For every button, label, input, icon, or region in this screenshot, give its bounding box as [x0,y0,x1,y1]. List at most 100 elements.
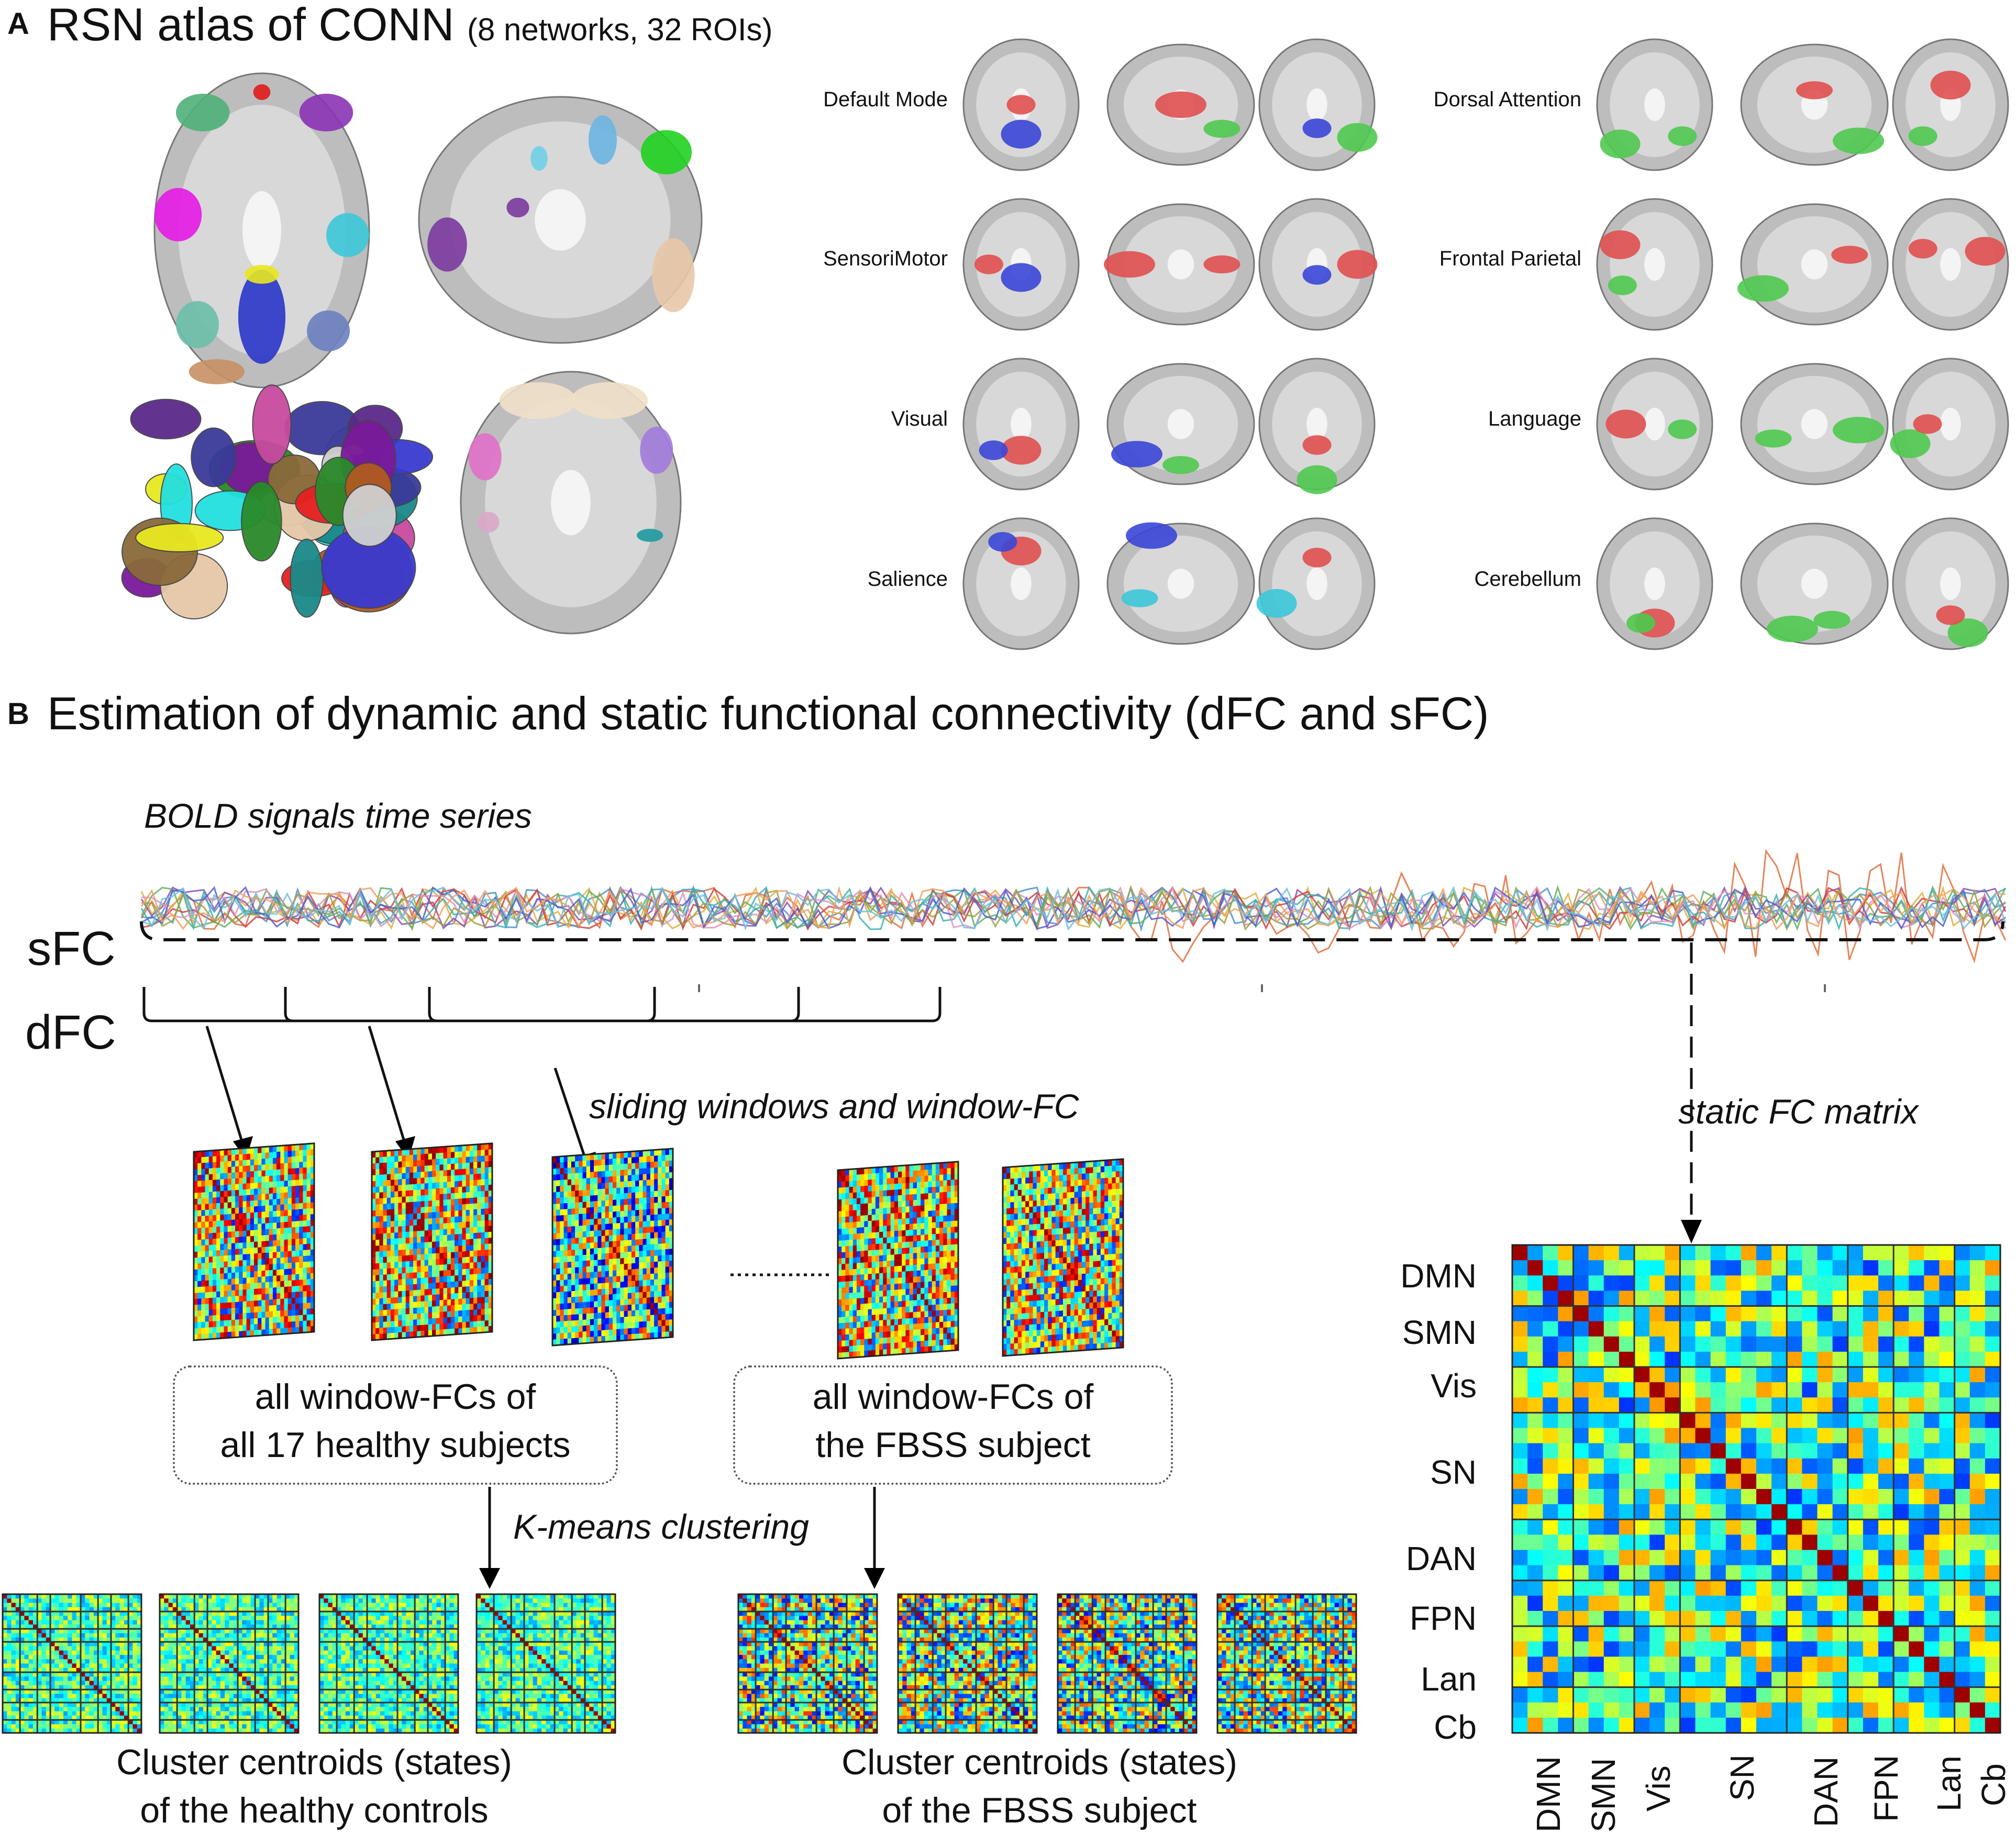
matrix-cell [928,1258,933,1264]
matrix-cell [650,1215,655,1221]
matrix-cell [646,1232,651,1239]
matrix-cell [224,1314,228,1321]
brain-ventricle [1801,569,1828,599]
matrix-cell [242,1236,247,1243]
matrix-cell [402,1326,406,1333]
matrix-cell [1048,1205,1053,1212]
matrix-cell [246,1265,251,1272]
matrix-cell [420,1154,425,1161]
matrix-cell [303,1173,307,1180]
matrix-cell [477,1215,482,1221]
matrix-cell [194,1216,198,1223]
matrix-cell [1081,1185,1086,1192]
matrix-cell [643,1197,647,1204]
matrix-cell [462,1316,467,1323]
roi-blob [189,359,245,384]
matrix-cell [841,1310,846,1318]
matrix-cell [405,1243,410,1250]
matrix-cell [212,1238,217,1246]
matrix-cell [879,1249,883,1256]
matrix-cell [582,1249,587,1255]
matrix-cell [458,1175,463,1182]
matrix-cell [1093,1261,1098,1268]
matrix-cell [654,1220,658,1227]
matrix-cell [481,1315,485,1321]
matrix-cell [571,1326,575,1333]
matrix-cell [205,1268,209,1275]
matrix-cell [276,1146,281,1152]
matrix-cell [398,1155,403,1162]
matrix-cell [616,1182,621,1188]
matrix-cell [413,1302,417,1308]
matrix-cell [1010,1255,1015,1262]
matrix-cell [287,1186,292,1193]
matrix-cell [627,1204,632,1211]
matrix-cell [597,1300,602,1308]
matrix-cell [624,1169,628,1176]
matrix-cell [246,1277,251,1284]
matrix-cell [436,1271,440,1277]
matrix-cell [627,1316,632,1323]
matrix-cell [627,1193,632,1199]
matrix-cell [250,1324,254,1331]
matrix-cell [1025,1213,1029,1219]
matrix-cell [205,1150,209,1158]
matrix-cell [635,1186,639,1193]
matrix-cell [242,1165,247,1173]
matrix-cell [227,1202,232,1209]
matrix-cell [469,1156,474,1163]
matrix-cell [291,1315,296,1322]
matrix-cell [246,1300,251,1308]
roi-blob [530,146,548,171]
matrix-cell [635,1310,639,1317]
matrix-cell [594,1207,598,1214]
matrix-cell [947,1262,951,1269]
matrix-cell [409,1184,414,1191]
matrix-cell [477,1220,482,1228]
matrix-cell [875,1220,880,1227]
matrix-cell [436,1188,440,1195]
matrix-cell [928,1263,933,1271]
matrix-cell [291,1144,296,1151]
matrix-cell [887,1302,891,1309]
matrix-cell [386,1286,391,1293]
brain-ventricle [1306,88,1327,121]
matrix-cell [405,1219,410,1227]
matrix-cell [620,1287,625,1294]
matrix-cell [197,1263,202,1270]
matrix-cell [650,1315,655,1321]
matrix-cell [477,1197,482,1204]
matrix-cell [306,1303,311,1309]
matrix-cell [624,1193,628,1200]
matrix-cell [420,1207,425,1214]
matrix-cell [879,1273,883,1280]
matrix-cell [250,1277,254,1284]
matrix-cell [208,1209,213,1216]
matrix-cell [883,1314,888,1321]
matrix-cell [477,1320,482,1328]
atlas-sagittal-view [418,96,703,344]
matrix-cell [303,1155,307,1162]
matrix-cell [594,1254,598,1261]
matrix-cell [466,1215,470,1222]
matrix-cell [424,1271,429,1278]
matrix-cell [902,1183,906,1190]
matrix-cell [924,1205,929,1212]
matrix-cell [928,1181,933,1188]
matrix-cell [469,1321,474,1328]
matrix-cell [197,1169,202,1176]
matrix-cell [1029,1188,1034,1196]
matrix-cell [631,1210,636,1217]
matrix-cell [227,1231,232,1238]
matrix-cell [1017,1177,1022,1185]
matrix-cell [1078,1185,1082,1192]
matrix-cell [254,1300,258,1307]
matrix-cell [458,1163,463,1170]
matrix-cell [254,1265,258,1272]
matrix-cell [879,1314,883,1321]
matrix-cell [1044,1235,1048,1242]
matrix-cell [1048,1193,1053,1200]
matrix-cell [894,1248,899,1255]
matrix-cell [261,1329,266,1336]
matrix-cell [398,1297,403,1304]
